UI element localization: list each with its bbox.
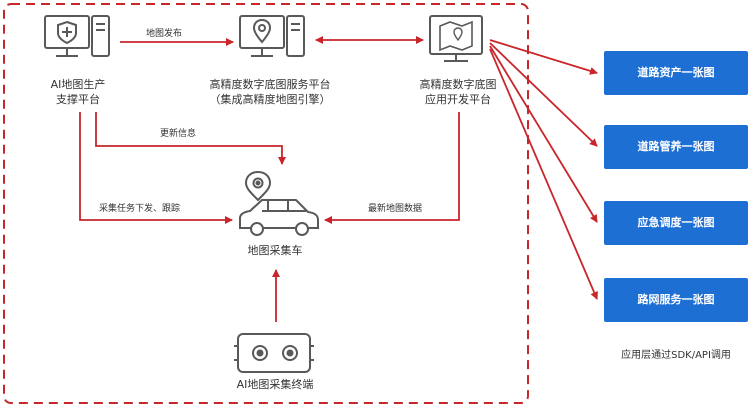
node-ai-platform-line2: 支撑平台 — [56, 93, 100, 106]
edge-latest-data — [324, 112, 460, 224]
node-hd-dev-line1: 高精度数字底图 — [419, 78, 497, 91]
node-ai-platform-line1: AI地图生产 — [50, 78, 106, 91]
map-monitor-icon — [429, 15, 483, 62]
node-hd-service-label: 高精度数字底图服务平台 （集成高精度地图引擎） — [185, 77, 355, 107]
edge-app-1 — [489, 39, 598, 75]
app-road-assets-button[interactable]: 道路资产一张图 — [604, 51, 748, 95]
node-hd-service-line2: （集成高精度地图引擎） — [209, 93, 331, 106]
node-hd-dev-line2: 应用开发平台 — [425, 93, 491, 106]
edge-label-latest: 最新地图数据 — [368, 204, 423, 214]
node-hd-service-line1: 高精度数字底图服务平台 — [209, 78, 331, 91]
shield-computer-icon — [44, 15, 110, 57]
node-hd-dev-label: 高精度数字底图 应用开发平台 — [406, 77, 510, 107]
edge-label-task: 采集任务下发、跟踪 — [99, 204, 181, 214]
footnote: 应用层通过SDK/API调用 — [621, 350, 731, 361]
car-icon — [239, 199, 319, 236]
edges — [79, 36, 598, 322]
map-pin-computer-icon — [239, 15, 305, 57]
edge-app-2 — [489, 42, 598, 147]
system-boundary — [3, 3, 529, 404]
edge-app-4 — [489, 48, 598, 300]
edge-label-publish: 地图发布 — [146, 29, 183, 39]
app-road-network-service-button[interactable]: 路网服务一张图 — [604, 278, 748, 322]
node-terminal-label: AI地图采集终端 — [236, 378, 314, 391]
app-emergency-dispatch-button[interactable]: 应急调度一张图 — [604, 201, 748, 245]
edge-app-3 — [489, 45, 598, 223]
camera-device-icon — [234, 333, 314, 373]
edge-label-update: 更新信息 — [160, 129, 197, 139]
edge-task-dispatch — [79, 112, 233, 224]
app-road-maintenance-button[interactable]: 道路管养一张图 — [604, 125, 748, 169]
edge-update-info — [95, 112, 286, 165]
node-vehicle-label: 地图采集车 — [247, 244, 303, 257]
node-ai-platform-label: AI地图生产 支撑平台 — [35, 77, 121, 107]
gear-pin-icon — [244, 170, 272, 202]
